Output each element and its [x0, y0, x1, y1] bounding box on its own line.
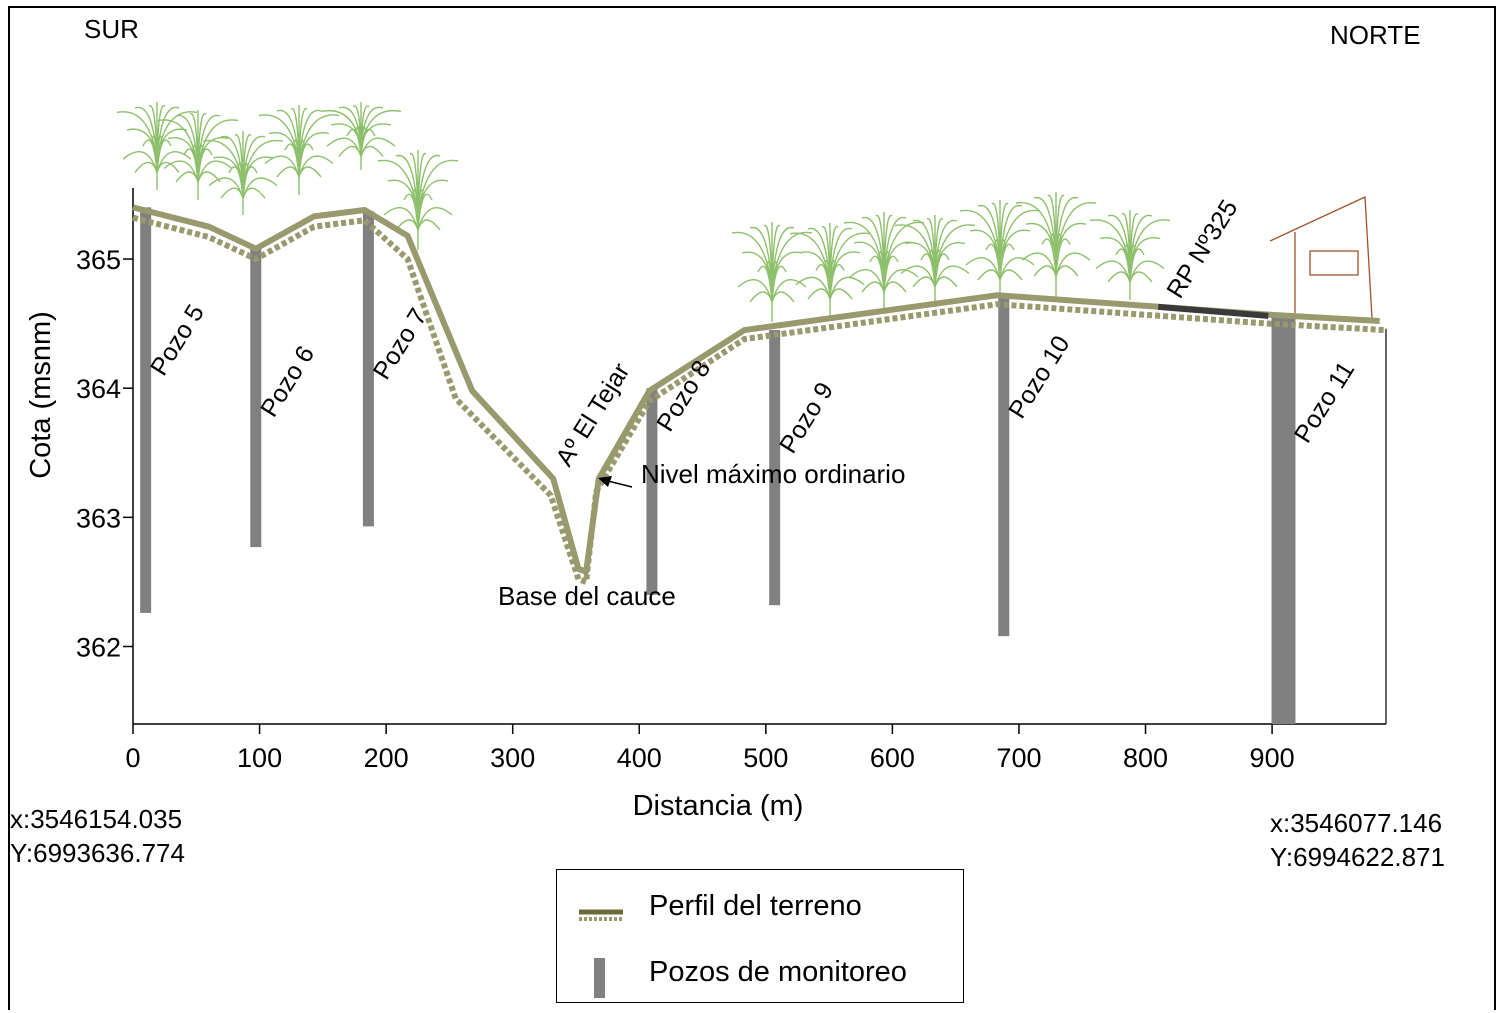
well-label: Pozo 6 [255, 341, 320, 422]
legend-terrain-label: Perfil del terreno [649, 890, 862, 922]
wells-layer [140, 207, 1296, 724]
well-label: Pozo 10 [1003, 331, 1075, 424]
y-tick-label: 362 [76, 633, 121, 663]
cane-plant [789, 223, 871, 318]
x-tick-label: 500 [743, 743, 788, 773]
coord-left-y: Y:6993636.774 [10, 838, 185, 868]
terrain-profile-line [132, 204, 1380, 575]
profile-layer [132, 204, 1387, 585]
cane-plant [258, 105, 340, 195]
well-label: Pozo 7 [368, 304, 433, 385]
well-bar [769, 330, 781, 606]
road-segment [1157, 303, 1269, 319]
well-bar [646, 388, 658, 595]
legend-wells-label: Pozos de monitoreo [649, 956, 907, 988]
y-tick-label: 364 [76, 374, 121, 404]
cane-plant [377, 150, 459, 250]
coord-right-x: x:3546077.146 [1270, 808, 1443, 838]
cane-plant [1089, 210, 1171, 300]
well-bar [1271, 314, 1296, 724]
cane-plant [320, 102, 402, 170]
water-level-label: Nivel máximo ordinario [641, 459, 905, 489]
chart-frame [8, 6, 1496, 1010]
cane-plant [731, 222, 813, 322]
terrain-line-swatch [579, 909, 623, 921]
x-tick-label: 400 [617, 743, 662, 773]
cane-plant [1015, 192, 1097, 297]
x-tick-label: 300 [490, 743, 535, 773]
well-label: Pozo 5 [145, 300, 210, 381]
coord-right-y: Y:6994622.871 [1270, 842, 1445, 872]
house-drawing [1269, 196, 1373, 319]
well-label: Pozo 11 [1289, 357, 1360, 448]
stream-label: Aº El Tejar [550, 358, 635, 471]
cane-plant [116, 102, 198, 190]
arrow-head [598, 476, 612, 487]
x-tick-label: 100 [237, 743, 282, 773]
decorations [116, 102, 1373, 322]
axes: 0 100 200 300 400 500 600 700 800 900 362 363 364 365 [76, 188, 1387, 773]
road-label: RP Nº325 [1161, 195, 1243, 303]
legend-item-wells: Pozos de monitoreo [557, 956, 963, 998]
cane-plant [894, 215, 976, 305]
direction-south: SUR [84, 14, 139, 44]
well-bar [140, 207, 152, 613]
legend-item-terrain: Perfil del terreno [557, 890, 963, 930]
well-bar [362, 211, 374, 527]
y-tick-label: 365 [76, 245, 121, 275]
direction-north: NORTE [1330, 20, 1421, 50]
cane-plant [157, 110, 239, 200]
x-tick-label: 800 [1123, 743, 1168, 773]
x-tick-label: 900 [1250, 743, 1295, 773]
x-tick-label: 700 [996, 743, 1041, 773]
cane-plant [202, 131, 284, 215]
well-label: Pozo 9 [774, 377, 839, 458]
subsurface-line [132, 214, 1387, 585]
x-axis-label: Distancia (m) [633, 790, 804, 822]
coord-left-x: x:3546154.035 [10, 804, 183, 834]
well-bar [250, 248, 262, 548]
cane-plant [843, 212, 925, 312]
well-swatch [594, 958, 605, 998]
well-bar [998, 295, 1010, 637]
x-tick-label: 600 [870, 743, 915, 773]
x-tick-label: 200 [364, 743, 409, 773]
y-axis-label: Cota (msnm) [25, 311, 57, 479]
cane-plant [959, 200, 1041, 300]
channel-base-label: Base del cauce [498, 581, 676, 611]
y-tick-label: 363 [76, 503, 121, 533]
house-window [1309, 250, 1359, 276]
x-tick-label: 0 [125, 743, 140, 773]
legend: Perfil del terreno Pozos de monitoreo [556, 869, 964, 1003]
